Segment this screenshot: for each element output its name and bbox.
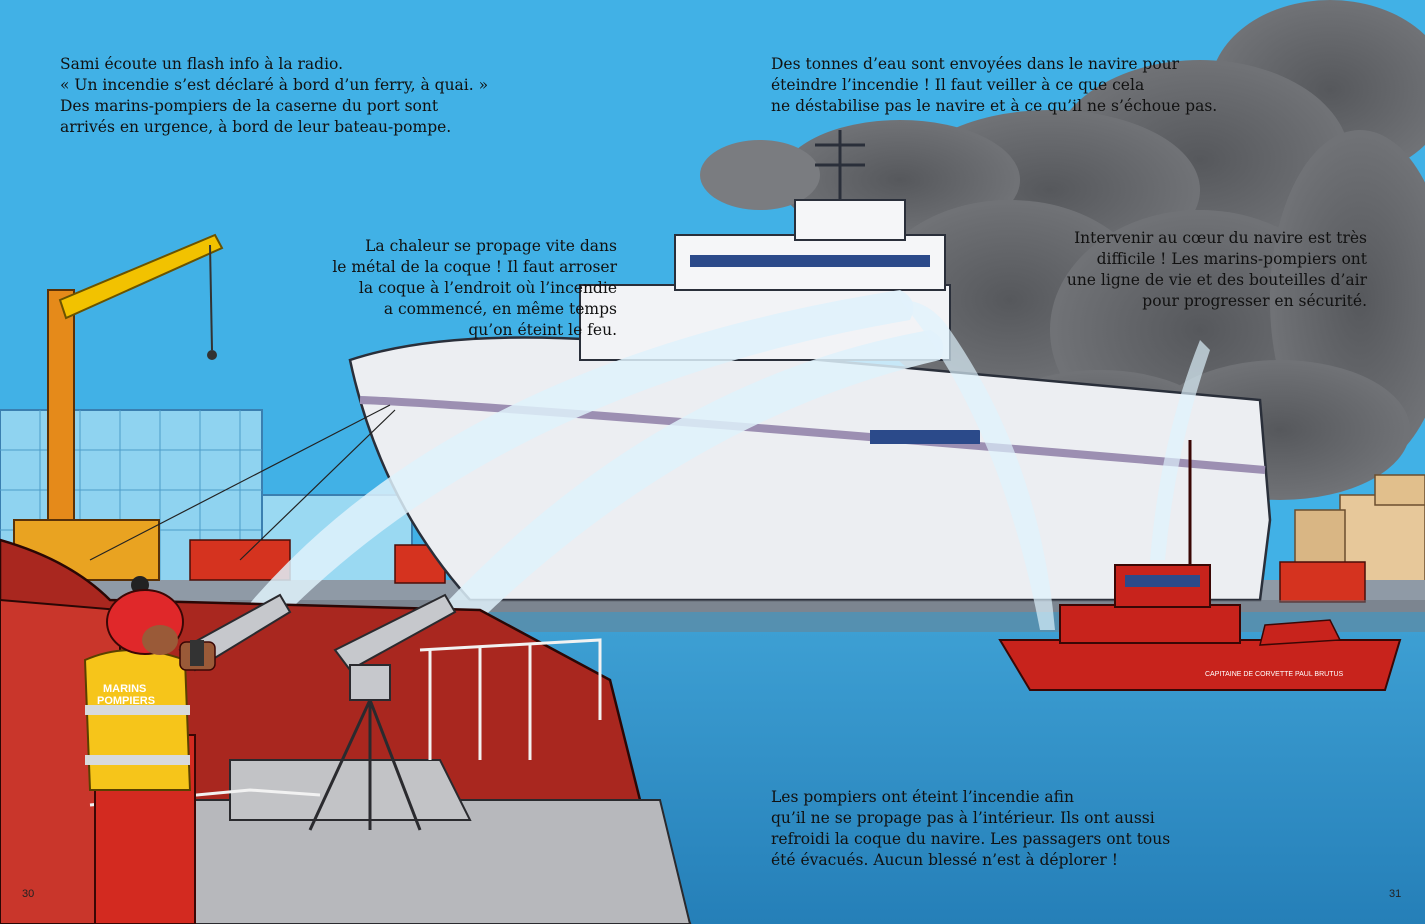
text-line: Des tonnes d’eau sont envoyées dans le n…	[771, 55, 1180, 73]
text-line: Des marins-pompiers de la caserne du por…	[60, 97, 439, 115]
crane	[13, 233, 224, 594]
text-line: la coque à l’endroit où l’incendie	[358, 279, 617, 297]
text-line: Intervenir au cœur du navire est très	[1074, 229, 1367, 247]
text-line: le métal de la coque ! Il faut arroser	[332, 258, 617, 276]
text-block-top-right: Des tonnes d’eau sont envoyées dans le n…	[771, 54, 1217, 117]
text-line: arrivés en urgence, à bord de leur batea…	[60, 118, 452, 136]
fireboat	[998, 440, 1402, 691]
page-number-left: 30	[22, 888, 35, 900]
text-block-middle-left: La chaleur se propage vite dans le métal…	[332, 236, 617, 341]
text-line: ne déstabilise pas le navire et à ce qu’…	[771, 97, 1218, 115]
text-line: une ligne de vie et des bouteilles d’air	[1066, 271, 1367, 289]
firefighter	[83, 589, 216, 924]
text-line: difficile ! Les marins-pompiers ont	[1096, 250, 1367, 268]
page-number-right: 31	[1389, 888, 1402, 900]
text-line: qu’on éteint le feu.	[468, 321, 617, 339]
vest-label-line-2: POMPIERS	[97, 695, 155, 707]
text-line: été évacués. Aucun blessé n’est à déplor…	[771, 851, 1118, 869]
text-line: a commencé, en même temps	[383, 300, 617, 318]
text-line: Les pompiers ont éteint l’incendie afin	[771, 788, 1074, 806]
text-line: La chaleur se propage vite dans	[365, 237, 617, 255]
text-block-middle-right: Intervenir au cœur du navire est très di…	[1067, 228, 1367, 312]
text-line: qu’il ne se propage pas à l’intérieur. I…	[771, 809, 1155, 827]
water-jets	[240, 290, 1210, 640]
vest-label-line-1: MARINS	[103, 683, 146, 695]
text-line: « Un incendie s’est déclaré à bord d’un …	[60, 76, 489, 94]
text-line: refroidi la coque du navire. Les passage…	[771, 830, 1171, 848]
text-line: Sami écoute un flash info à la radio.	[60, 55, 344, 73]
text-block-top-left: Sami écoute un flash info à la radio. « …	[60, 54, 488, 138]
text-block-bottom: Les pompiers ont éteint l’incendie afin …	[771, 787, 1170, 871]
text-line: éteindre l’incendie ! Il faut veiller à …	[771, 76, 1145, 94]
fire-trucks	[189, 539, 1366, 603]
text-line: pour progresser en sécurité.	[1142, 292, 1367, 310]
fireboat-name: CAPITAINE DE CORVETTE PAUL BRUTUS	[1205, 671, 1344, 678]
